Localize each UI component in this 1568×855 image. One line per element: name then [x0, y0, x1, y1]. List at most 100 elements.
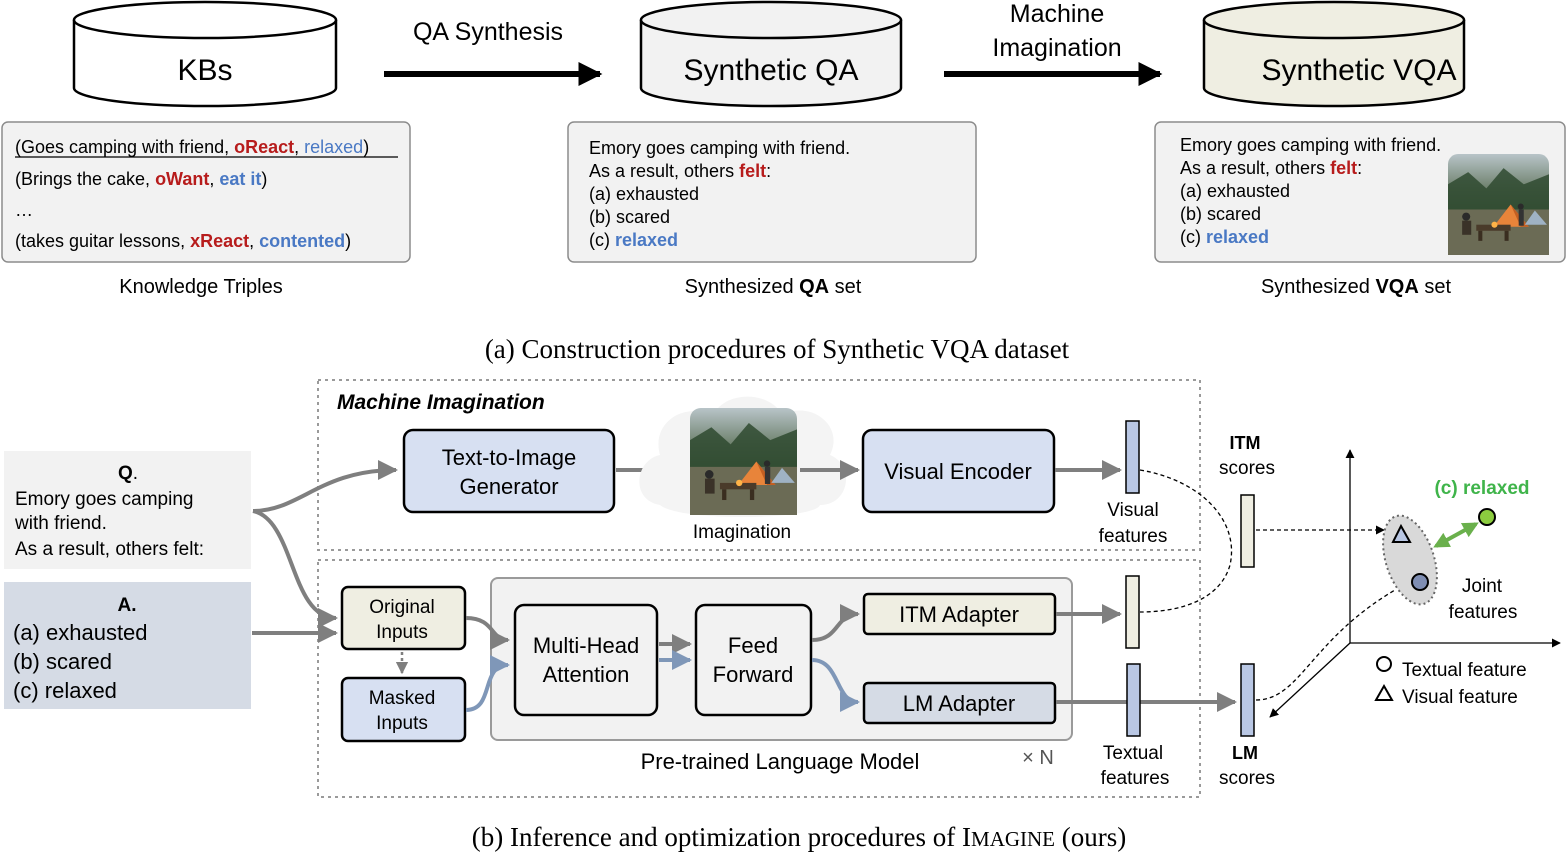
- original-to-mha-arrow: [465, 616, 510, 650]
- itm-adapter: ITM Adapter: [862, 592, 1057, 636]
- imagination-image: [690, 408, 797, 515]
- lm-adapter-label: LM Adapter: [903, 691, 1016, 716]
- question-label: Q.: [118, 463, 138, 484]
- question-line-1: Emory goes camping: [15, 489, 193, 510]
- machine-imagination-arrow: Machine Imagination: [944, 0, 1163, 86]
- itm-text-features-bar: [1125, 575, 1140, 649]
- triple-3: (takes guitar lessons, xReact, contented…: [15, 231, 351, 251]
- alignment-arrow: [1433, 522, 1479, 548]
- synthetic-qa-database: Synthetic QA: [639, 0, 903, 108]
- original-inputs: Original Inputs: [340, 585, 467, 651]
- mha-label-1: Multi-Head: [533, 633, 639, 658]
- feed-forward: Feed Forward: [694, 603, 813, 717]
- knowledge-triples-caption: Knowledge Triples: [119, 276, 282, 298]
- itm-scores-bar: [1240, 494, 1255, 568]
- joint-feature-region: [1382, 514, 1438, 606]
- question-panel: Q. Emory goes camping with friend. As a …: [4, 451, 251, 569]
- legend-textual-icon: [1376, 656, 1392, 672]
- textual-features-label-2: features: [1101, 768, 1170, 789]
- feature-space-axes: [1269, 449, 1561, 718]
- masked-inputs-label-1: Masked: [369, 688, 436, 709]
- pretrained-lm-label: Pre-trained Language Model: [641, 749, 920, 774]
- masked-inputs: Masked Inputs: [340, 676, 467, 743]
- visual-features-bar: [1125, 420, 1140, 494]
- relaxed-answer-label: (c) relaxed: [1434, 478, 1529, 499]
- qa-synthesis-label: QA Synthesis: [413, 18, 563, 46]
- visual-features-label-2: features: [1099, 526, 1168, 547]
- qa-option-b: (b) scared: [589, 207, 670, 227]
- ff-label-1: Feed: [728, 633, 778, 658]
- legend-visual-label: Visual feature: [1402, 687, 1518, 708]
- original-inputs-label-2: Inputs: [376, 622, 428, 643]
- ff-to-lm-adapter-arrow: [811, 658, 860, 712]
- itm-adapter-label: ITM Adapter: [899, 602, 1019, 627]
- q-to-t2i-arrow: [252, 460, 398, 513]
- masked-to-mha-arrow: [465, 655, 510, 712]
- synthesized-vqa-caption: Synthesized VQA set: [1261, 276, 1452, 298]
- vqa-option-a: (a) exhausted: [1180, 181, 1290, 201]
- ff-label-2: Forward: [713, 662, 794, 687]
- synthesized-qa-caption: Synthesized QA set: [685, 276, 862, 298]
- triple-1: (Goes camping with friend, oReact, relax…: [15, 137, 369, 157]
- synthetic-vqa-label: Synthetic VQA: [1261, 54, 1456, 87]
- textual-feature-circle: [1411, 573, 1429, 591]
- answer-option-b: (b) scared: [13, 649, 112, 674]
- synthesized-qa-box: Emory goes camping with friend. As a res…: [567, 121, 977, 263]
- answer-option-c: (c) relaxed: [13, 678, 117, 703]
- qa-option-c: (c) relaxed: [589, 230, 678, 250]
- t2i-label-2: Generator: [459, 474, 558, 499]
- imagination-label: Imagination: [693, 522, 791, 543]
- mha-label-2: Attention: [543, 662, 630, 687]
- vqa-option-b: (b) scared: [1180, 204, 1261, 224]
- triple-ellipsis: …: [15, 200, 33, 220]
- qa-question-line-1: Emory goes camping with friend.: [589, 138, 850, 158]
- answer-label: A.: [118, 595, 137, 616]
- joint-features-label-1: Joint: [1462, 576, 1503, 597]
- machine-imagination-container: [317, 379, 1201, 551]
- masked-inputs-label-2: Inputs: [376, 713, 428, 734]
- textual-features-label-1: Textual: [1103, 743, 1163, 764]
- t2i-label-1: Text-to-Image: [442, 445, 577, 470]
- caption-a: (a) Construction procedures of Synthetic…: [485, 334, 1070, 364]
- visual-features-label-1: Visual: [1107, 500, 1158, 521]
- visual-encoder-label: Visual Encoder: [884, 459, 1032, 484]
- language-model-container: [317, 559, 1201, 798]
- legend-visual-icon: [1374, 683, 1394, 701]
- visual-encoder: Visual Encoder: [861, 428, 1056, 514]
- original-inputs-label-1: Original: [369, 597, 434, 618]
- itm-scores-label-1: ITM: [1230, 433, 1261, 453]
- multi-head-attention: Multi-Head Attention: [513, 603, 659, 717]
- machine-imagination-label-1: Machine: [1010, 0, 1105, 28]
- q-to-original-arrow: [252, 509, 338, 628]
- kbs-database: KBs: [72, 0, 338, 108]
- synthetic-vqa-database: Synthetic VQA: [1202, 0, 1466, 108]
- legend-textual-label: Textual feature: [1402, 660, 1527, 681]
- qa-synthesis-arrow: QA Synthesis: [384, 18, 603, 86]
- qa-option-a: (a) exhausted: [589, 184, 699, 204]
- answer-option-a: (a) exhausted: [13, 620, 148, 645]
- vqa-question-line-1: Emory goes camping with friend.: [1180, 135, 1441, 155]
- visual-feature-triangle: [1391, 523, 1412, 543]
- lm-scores-label-1: LM: [1232, 743, 1258, 763]
- ff-to-itm-adapter-arrow: [811, 604, 860, 642]
- answer-panel: A. (a) exhausted (b) scared (c) relaxed: [4, 582, 251, 709]
- kbs-label: KBs: [177, 54, 232, 87]
- qa-question-line-2: As a result, others felt:: [589, 161, 771, 181]
- text-to-image-generator: Text-to-Image Generator: [402, 428, 616, 514]
- joint-features-label-2: features: [1449, 602, 1518, 623]
- relaxed-answer-circle: [1478, 508, 1496, 526]
- machine-imagination-title: Machine Imagination: [337, 391, 545, 414]
- textual-features-bar: [1126, 663, 1141, 737]
- vqa-camping-image: [1448, 154, 1549, 255]
- lm-scores-bar: [1240, 663, 1255, 737]
- machine-imagination-label-2: Imagination: [992, 34, 1121, 62]
- question-line-3: As a result, others felt:: [15, 539, 204, 560]
- knowledge-triples-box: (Goes camping with friend, oReact, relax…: [1, 121, 411, 263]
- itm-scores-label-2: scores: [1219, 458, 1275, 479]
- caption-b: (b) Inference and optimization procedure…: [472, 822, 1127, 852]
- lm-scores-label-2: scores: [1219, 768, 1275, 789]
- triple-2: (Brings the cake, oWant, eat it): [15, 169, 267, 189]
- synthetic-qa-label: Synthetic QA: [683, 54, 858, 87]
- question-line-2: with friend.: [14, 513, 107, 534]
